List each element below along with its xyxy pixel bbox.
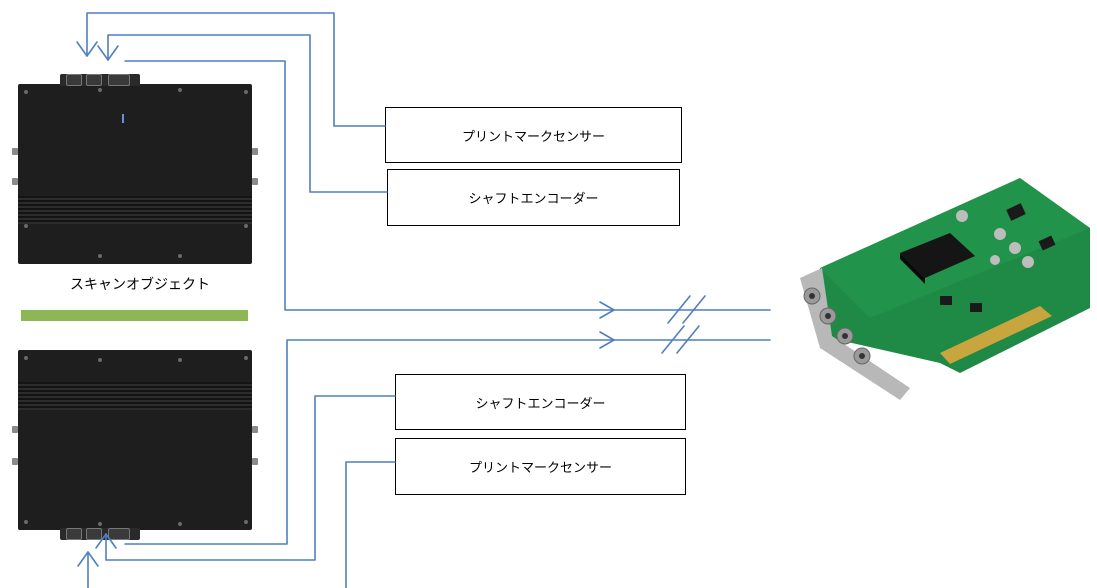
- top-shaft-encoder-line: [107, 34, 388, 193]
- camera-connector: [66, 528, 82, 540]
- camera-indicator: [122, 114, 124, 123]
- bottom-print-mark-sensor-line: [87, 461, 396, 588]
- arrowhead: [95, 533, 117, 549]
- arrowhead: [76, 41, 98, 57]
- frame-grabber-card-icon: [800, 178, 1090, 400]
- top-print-mark-sensor-box: プリントマークセンサー: [385, 107, 682, 163]
- top-camera: [12, 84, 258, 264]
- camera-connector: [86, 74, 102, 86]
- arrowhead: [77, 551, 99, 567]
- bottom-camera-connector-block: [60, 528, 140, 540]
- camera-connector: [108, 74, 130, 86]
- camera-connector: [66, 74, 82, 86]
- arrowhead: [97, 45, 119, 61]
- scan-object-bar: [21, 310, 248, 321]
- bottom-camera: [12, 350, 258, 530]
- top-shaft-encoder-box: シャフトエンコーダー: [387, 169, 680, 226]
- break-mark: [667, 295, 706, 324]
- arrowhead: [599, 331, 615, 349]
- bottom-shaft-encoder-box: シャフトエンコーダー: [395, 374, 686, 430]
- bottom-shaft-encoder-line: [105, 395, 396, 561]
- camera-connector: [86, 528, 102, 540]
- break-mark: [661, 325, 700, 354]
- scan-object-label: スキャンオブジェクト: [70, 277, 210, 293]
- bottom-print-mark-sensor-box: プリントマークセンサー: [395, 438, 686, 495]
- top-camera-connector-block: [60, 74, 140, 86]
- camera-heat-fins: [18, 382, 252, 410]
- bottom-camera-output-line: [124, 339, 771, 545]
- top-camera-output-line: [124, 60, 771, 311]
- camera-heat-fins: [18, 196, 252, 224]
- camera-connector: [108, 528, 130, 540]
- arrowhead: [599, 301, 615, 319]
- top-print-mark-sensor-line: [86, 12, 386, 127]
